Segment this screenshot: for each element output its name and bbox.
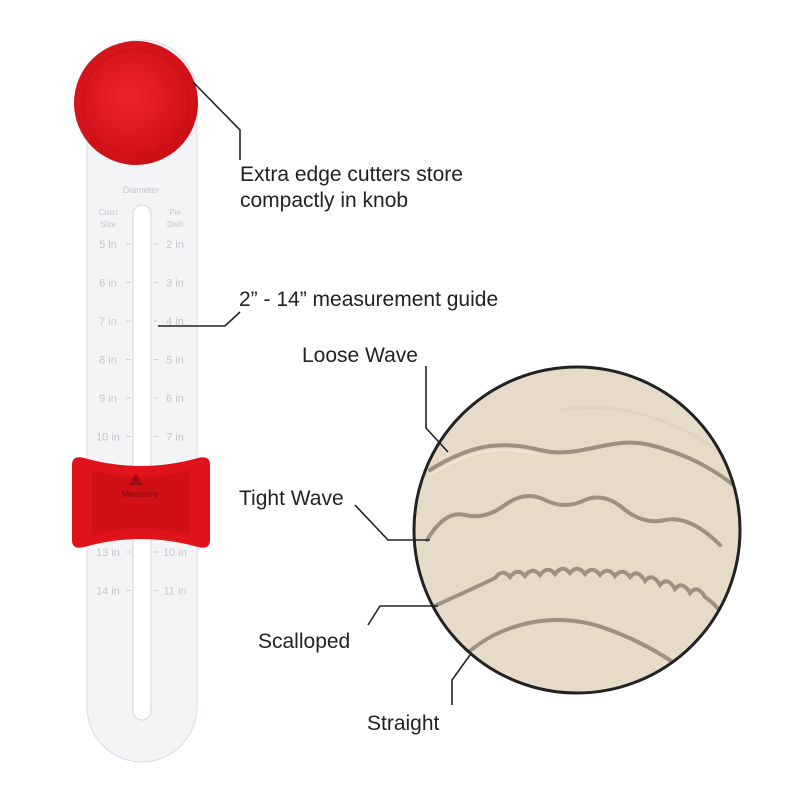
knob-leader-line [192,81,241,160]
left-column-header-1: Crust [98,208,118,217]
scale-right-label: 4 in [166,316,184,328]
scale-left-label: 10 in [96,432,120,444]
straight-leader [451,654,471,705]
knob-cap [74,41,198,165]
cutter-knob [74,41,198,165]
loose-wave-label: Loose Wave [302,344,418,367]
tool-header: Diameter [123,185,160,195]
knob-callout: Extra edge cutters store compactly in kn… [240,162,463,214]
dough-sample [412,365,742,695]
scale-right-label: 3 in [166,278,184,290]
scale-right-label: 5 in [166,355,184,367]
knob-ring [82,49,190,157]
scale-left-label: 6 in [99,278,117,290]
scalloped-cut [428,566,732,629]
scale-right-label: 6 in [166,393,184,405]
scale-left-label: 7 in [99,316,117,328]
scale-left-label: 5 in [99,239,117,251]
guide-callout: 2” - 14” measurement guide [239,288,499,311]
leader-lines [158,81,471,705]
guide-leader-line [158,311,241,327]
tool-slot [132,204,152,721]
scale-right-label: 10 in [163,547,187,559]
scale-left-label: 8 in [99,355,117,367]
measure-slider: Measure [72,457,210,548]
scale-left-label: 13 in [96,547,120,559]
loose-wave-highlight [429,449,541,476]
scalloped-leader [367,605,438,626]
slider-arrow-icon [129,474,143,485]
slider-face [92,470,190,535]
scalloped-label: Scalloped [258,630,351,653]
scale-left-label: 9 in [99,393,117,405]
dough-outline [412,365,742,695]
scale-left-label: 14 in [96,586,120,598]
right-column-header-1: Pie [169,208,181,217]
knob-callout-line-2: compactly in knob [240,189,409,212]
dough-texture-line [558,406,732,462]
scale-right-label: 2 in [166,239,184,251]
loose-wave-cut [428,440,740,492]
tight-wave-label: Tight Wave [239,487,344,510]
dough-circle [414,367,740,693]
tight-wave-leader [354,504,430,541]
loose-wave-leader [425,366,449,453]
slider-label: Measure [122,489,159,499]
scale-right-label: 11 in [163,586,186,598]
knob-callout-line-1: Extra edge cutters store [240,163,463,186]
straight-label: Straight [367,712,440,735]
right-column-header-2: Dish [167,220,183,229]
scale-right-label: 7 in [166,432,184,444]
tight-wave-cut [425,494,722,547]
left-column-header-2: Size [100,220,116,229]
